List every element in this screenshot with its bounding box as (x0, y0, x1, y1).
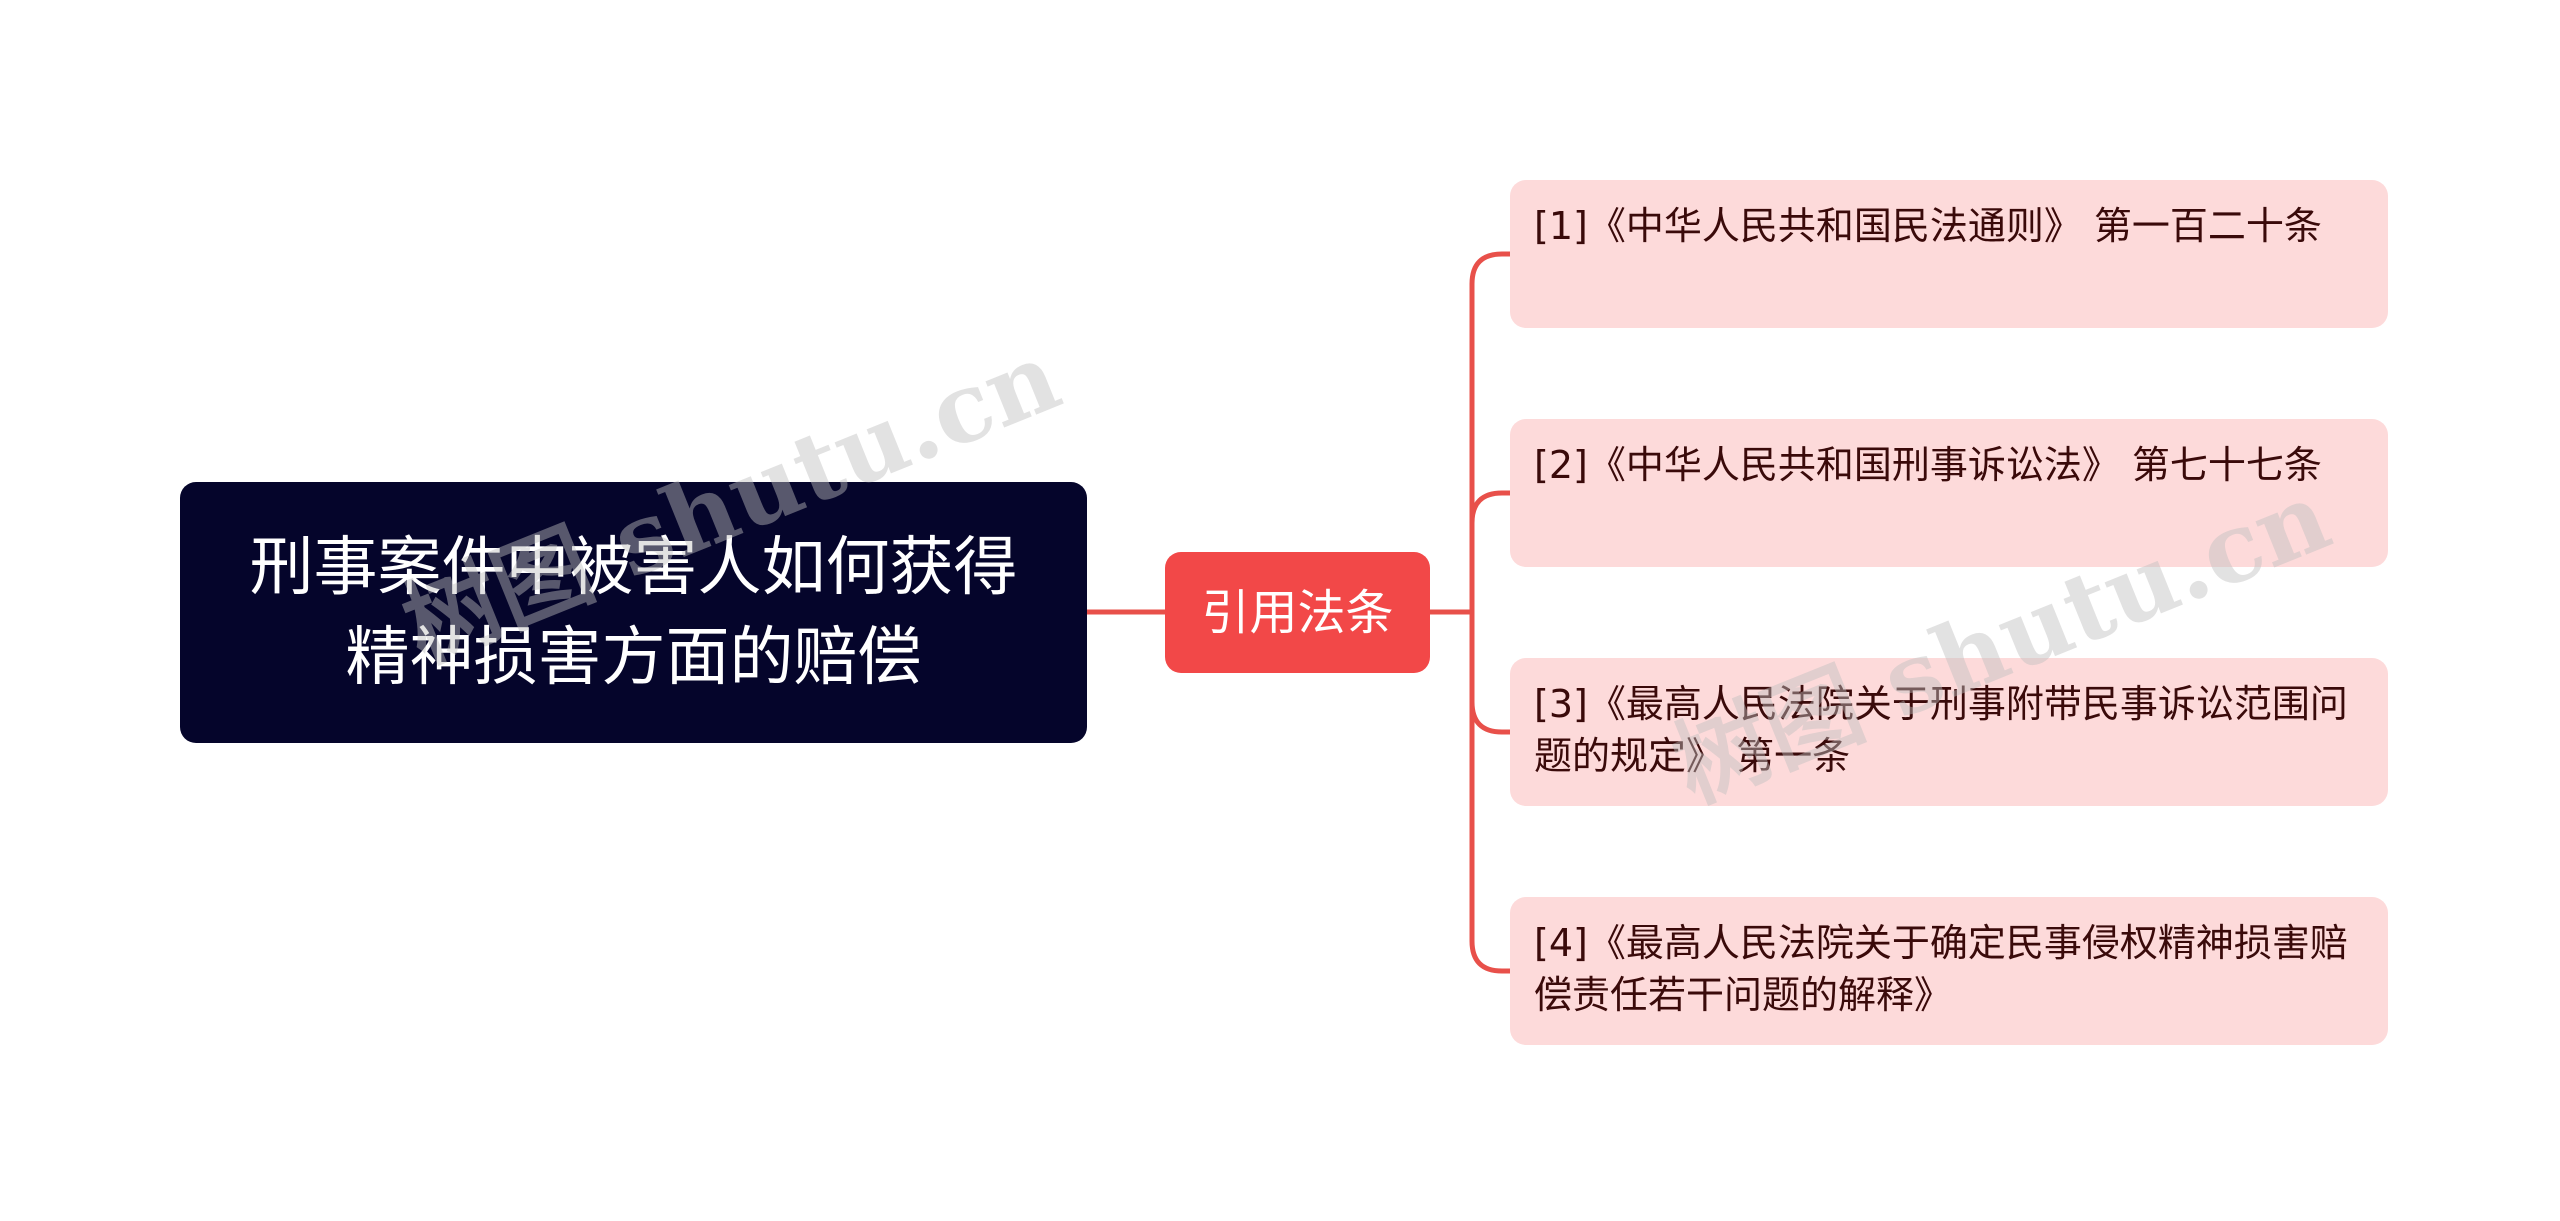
root-topic-node[interactable]: 刑事案件中被害人如何获得精神损害方面的赔偿 (180, 482, 1087, 743)
branch-to-leaf-2-connector (1469, 490, 1510, 612)
branch-topic-node[interactable]: 引用法条 (1165, 552, 1430, 673)
leaf-topic-label-2: [2]《中华人民共和国刑事诉讼法》 第七十七条 (1534, 443, 2322, 487)
leaf-topic-node-3[interactable]: [3]《最高人民法院关于刑事附带民事诉讼范围问题的规定》 第一条 (1510, 658, 2388, 806)
leaf-topic-label-1: [1]《中华人民共和国民法通则》 第一百二十条 (1534, 204, 2322, 248)
leaf-topic-node-2[interactable]: [2]《中华人民共和国刑事诉讼法》 第七十七条 (1510, 419, 2388, 567)
branch-topic-label: 引用法条 (1201, 584, 1394, 641)
branch-to-leaf-3-connector (1469, 612, 1510, 735)
leaf-topic-node-4[interactable]: [4]《最高人民法院关于确定民事侵权精神损害赔偿责任若干问题的解释》 (1510, 897, 2388, 1045)
branch-to-leaf-1-connector (1469, 251, 1510, 612)
leaf-topic-node-1[interactable]: [1]《中华人民共和国民法通则》 第一百二十条 (1510, 180, 2388, 328)
branch-to-leaf-4-connector (1469, 612, 1510, 974)
leaf-topic-label-3: [3]《最高人民法院关于刑事附带民事诉讼范围问题的规定》 第一条 (1534, 682, 2348, 778)
leaf-topic-label-4: [4]《最高人民法院关于确定民事侵权精神损害赔偿责任若干问题的解释》 (1534, 921, 2348, 1017)
root-topic-label: 刑事案件中被害人如何获得精神损害方面的赔偿 (249, 530, 1018, 695)
